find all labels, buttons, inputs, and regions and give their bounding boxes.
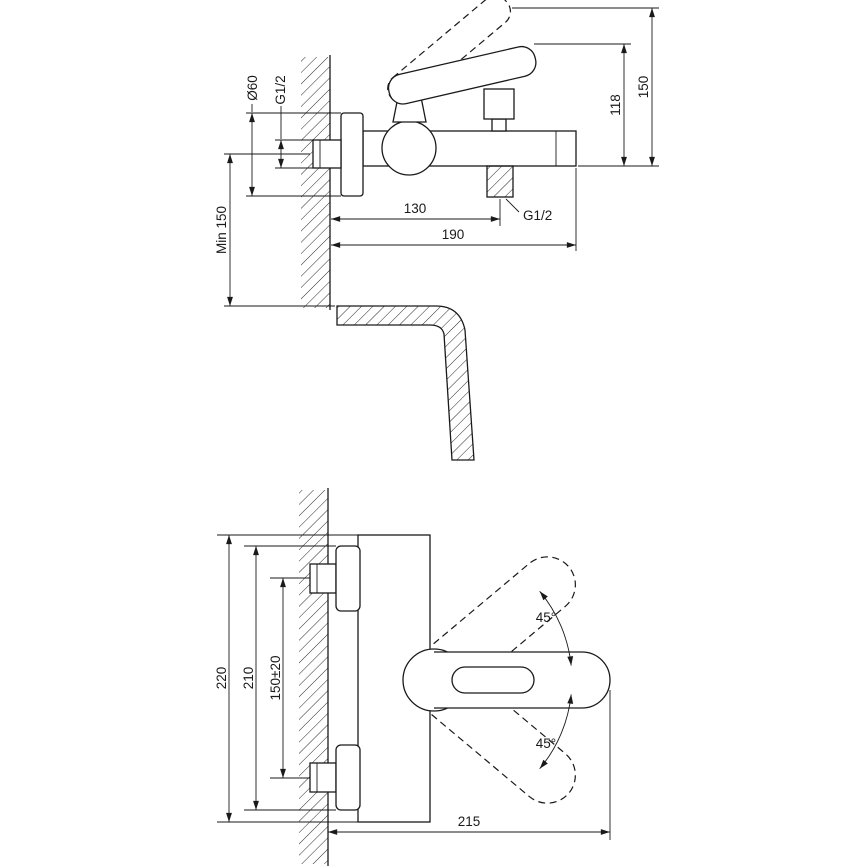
- dim-210: 210: [241, 545, 336, 811]
- dim-130: 130: [331, 199, 501, 226]
- inlet-stub-bottom: [309, 762, 337, 793]
- dim-label-inlet-thread: G1/2: [273, 75, 288, 104]
- shower-outlet-neck: [491, 118, 507, 132]
- swing-arc-upper: [539, 591, 574, 666]
- wall-section-lower: [299, 488, 329, 866]
- handle-lever-outline: [387, 45, 537, 105]
- escutcheon-bottom: [335, 744, 361, 811]
- inlet-stub-side: [312, 139, 342, 169]
- dim-150: 150: [512, 7, 659, 166]
- handle-swing-arcs: 45° 45°: [536, 591, 574, 769]
- dim-label-190: 190: [442, 227, 465, 242]
- dim-label-210: 210: [241, 667, 256, 690]
- dim-label-220: 220: [214, 667, 229, 690]
- faucet-plan-view: [309, 534, 611, 823]
- handle-lever-side: [387, 45, 537, 105]
- swing-arc-lower: [539, 694, 574, 769]
- dim-label-150: 150: [636, 76, 651, 99]
- dim-label-outlet-thread: G1/2: [523, 208, 552, 223]
- dim-label-215: 215: [458, 814, 481, 829]
- handle-slot: [451, 666, 535, 694]
- inlet-stub-top: [309, 563, 337, 594]
- dim-118: 118: [534, 43, 659, 167]
- label-outlet-thread: G1/2: [505, 198, 552, 223]
- plan-view: 45° 45° 220 210 150±20 215: [214, 488, 611, 866]
- dim-150-20: 150±20: [268, 577, 310, 779]
- dim-215: 215: [328, 690, 611, 840]
- dim-min-150: Min 150: [214, 153, 335, 307]
- dim-label-130: 130: [404, 201, 427, 216]
- dim-220: 220: [214, 534, 358, 823]
- escutcheon-top: [335, 545, 361, 612]
- faucet-side-view: [312, 45, 577, 198]
- shower-outlet-block: [483, 88, 515, 120]
- dim-label-min-150: Min 150: [214, 206, 229, 254]
- dim-escutcheon-diameter: Ø60: [245, 75, 341, 197]
- bottom-outlet-thread: [486, 165, 514, 198]
- dim-label-118: 118: [608, 94, 623, 116]
- wall-hatch-lower: [299, 490, 328, 864]
- wall-hatch-upper: [301, 57, 330, 308]
- dim-190: 190: [331, 168, 577, 251]
- bath-rim-section: [336, 305, 475, 461]
- dim-label-45-upper: 45°: [536, 610, 556, 625]
- dim-label-45-lower: 45°: [536, 736, 556, 751]
- side-view: Ø60 G1/2 Min 150 118 150: [214, 0, 659, 461]
- dim-label-diameter-60: Ø60: [245, 75, 260, 101]
- dim-label-150-20: 150±20: [268, 656, 283, 701]
- dim-inlet-thread: G1/2: [273, 75, 313, 169]
- escutcheon-side: [340, 112, 364, 197]
- valve-body: [381, 120, 437, 176]
- wall-section-upper: [301, 55, 331, 310]
